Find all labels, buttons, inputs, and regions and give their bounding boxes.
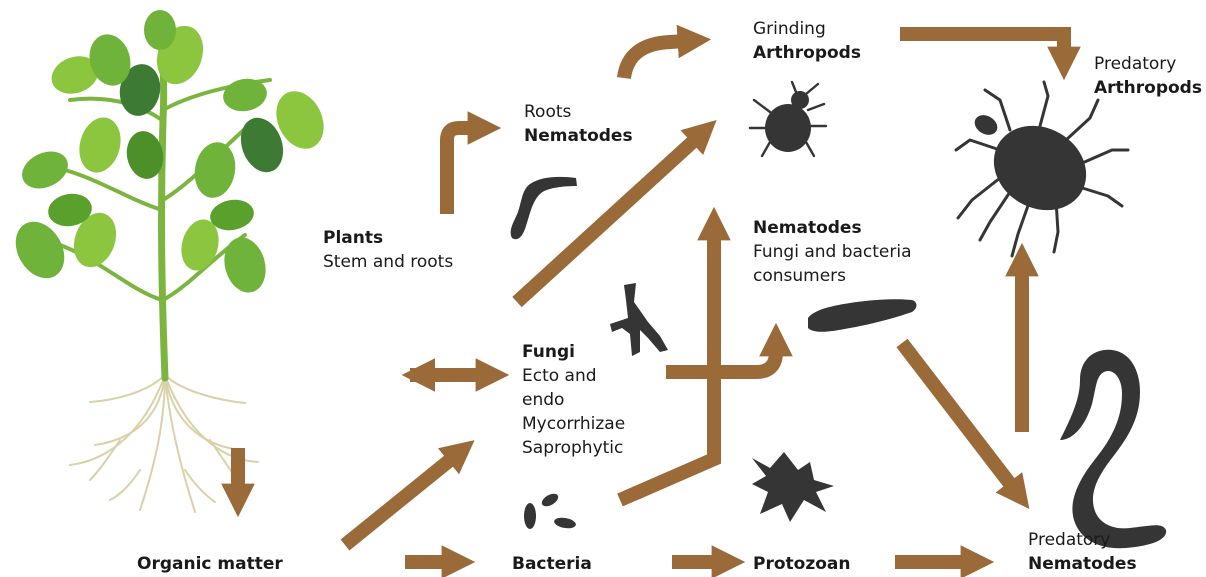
label-fungi-line3: Mycorrhizae bbox=[522, 412, 625, 436]
snake-nematode-icon bbox=[1060, 350, 1166, 549]
label-predatory-arthropods-sub: Predatory bbox=[1094, 52, 1202, 76]
label-protozoan: Protozoan bbox=[753, 552, 850, 576]
mite-icon bbox=[956, 82, 1128, 256]
label-predatory-arthropods: Predatory Arthropods bbox=[1094, 52, 1202, 100]
label-fungi: Fungi Ecto and endo Mycorrhizae Saprophy… bbox=[522, 340, 625, 460]
arrow-root-nematodes-to-grinding bbox=[624, 41, 686, 78]
label-root-nematodes: Roots Nematodes bbox=[524, 100, 633, 148]
label-fb-nematodes-title: Nematodes bbox=[753, 216, 912, 240]
label-fungi-line4: Saprophytic bbox=[522, 436, 625, 460]
bacteria-icon bbox=[524, 491, 577, 530]
label-fungi-line1: Ecto and bbox=[522, 364, 625, 388]
label-bacteria: Bacteria bbox=[512, 552, 592, 576]
label-predatory-arthropods-title: Arthropods bbox=[1094, 76, 1202, 100]
arrow-fb-nematodes-to-predatory-nematodes bbox=[902, 343, 1014, 489]
label-bacteria-title: Bacteria bbox=[512, 552, 592, 576]
protozoan-icon bbox=[752, 452, 834, 522]
arrow-plants-to-root-nematodes bbox=[447, 128, 476, 214]
label-grinding-sub: Grinding bbox=[753, 17, 861, 41]
label-predatory-nematodes-title: Nematodes bbox=[1028, 552, 1137, 576]
label-fb-nematodes: Nematodes Fungi and bacteria consumers bbox=[753, 216, 912, 288]
plant-illustration bbox=[6, 10, 333, 512]
bug-icon bbox=[750, 82, 826, 156]
arrow-fungi-to-grinding bbox=[517, 137, 698, 302]
label-organic-matter: Organic matter bbox=[137, 552, 283, 576]
label-grinding-title: Arthropods bbox=[753, 41, 861, 65]
label-root-nematodes-sub: Roots bbox=[524, 100, 633, 124]
nematode-icon bbox=[511, 177, 577, 239]
arrow-organic-to-fungi bbox=[345, 456, 455, 545]
arrows bbox=[238, 34, 1064, 562]
label-predatory-nematodes: Predatory Nematodes bbox=[1028, 528, 1137, 576]
label-predatory-nematodes-sub: Predatory bbox=[1028, 528, 1137, 552]
label-plants-sub: Stem and roots bbox=[323, 250, 453, 274]
label-fb-nematodes-line2: consumers bbox=[753, 264, 912, 288]
label-organic-matter-title: Organic matter bbox=[137, 552, 283, 576]
arrow-grinding-to-predatory-arthropods bbox=[900, 34, 1064, 55]
roots bbox=[70, 375, 258, 512]
label-root-nematodes-title: Nematodes bbox=[524, 124, 633, 148]
label-fungi-line2: endo bbox=[522, 388, 625, 412]
label-plants: Plants Stem and roots bbox=[323, 226, 453, 274]
label-grinding-arthropods: Grinding Arthropods bbox=[753, 17, 861, 65]
label-fungi-title: Fungi bbox=[522, 340, 625, 364]
label-plants-title: Plants bbox=[323, 226, 453, 250]
leaves bbox=[6, 10, 333, 297]
worm-icon bbox=[808, 299, 917, 332]
label-protozoan-title: Protozoan bbox=[753, 552, 850, 576]
label-fb-nematodes-line1: Fungi and bacteria bbox=[753, 240, 912, 264]
